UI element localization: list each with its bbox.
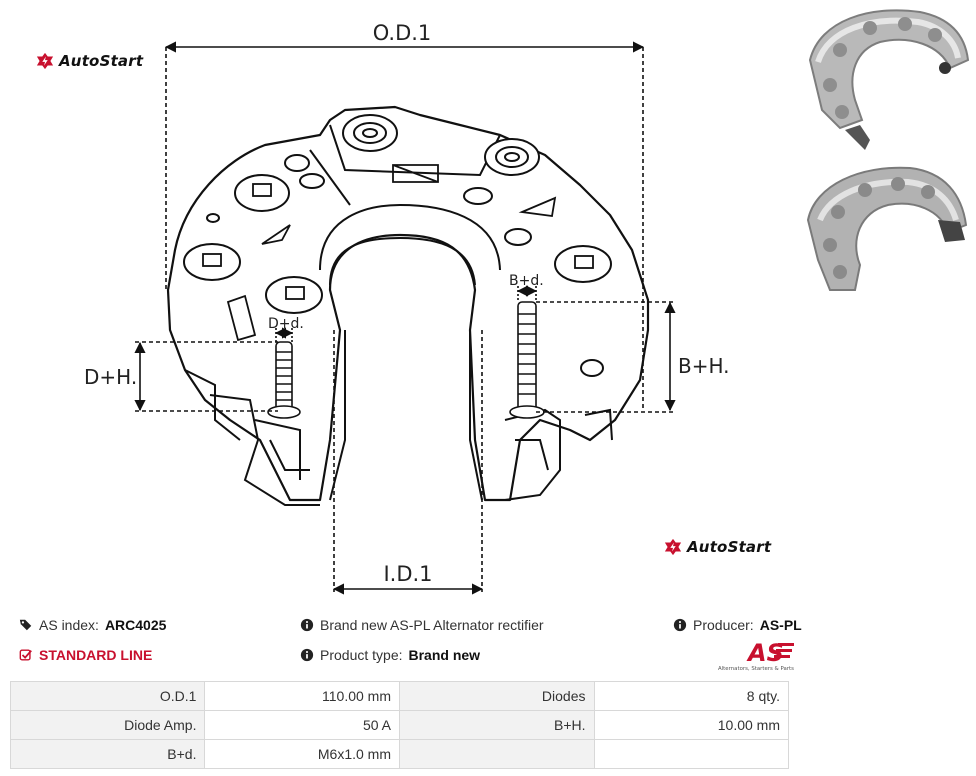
spec-value: 110.00 mm <box>204 681 400 711</box>
spec-value: 50 A <box>204 710 400 740</box>
product-type-label: Product type: <box>320 647 403 663</box>
spec-value: 10.00 mm <box>593 710 789 740</box>
info-circle-icon <box>673 618 687 632</box>
table-row: O.D.1 110.00 mm Diodes 8 qty. <box>9 681 789 711</box>
as-pl-logo[interactable]: AS Alternators, Starters & Parts <box>718 637 796 673</box>
autostart-logo-text: AutoStart <box>687 538 772 556</box>
autostart-logo-icon <box>36 52 54 70</box>
dim-label-dd: D+d. <box>268 316 304 332</box>
spec-label: Diode Amp. <box>9 710 206 740</box>
table-row: Diode Amp. 50 A B+H. 10.00 mm <box>9 710 789 740</box>
product-type-row: Product type: Brand new <box>300 647 480 663</box>
rectifier-dimension-drawing: O.D.1 I.D.1 D+H. B+H. D+d. B+d. <box>84 21 730 595</box>
product-description: Brand new AS-PL Alternator rectifier <box>320 617 544 633</box>
as-index-label: AS index: <box>39 617 99 633</box>
dim-label-id: I.D.1 <box>383 562 432 586</box>
dim-label-bd: B+d. <box>509 273 544 289</box>
autostart-logo-bottom: AutoStart <box>664 538 771 556</box>
info-circle-icon <box>300 618 314 632</box>
spec-label: Diodes <box>399 681 595 711</box>
description-row: Brand new AS-PL Alternator rectifier <box>300 617 544 633</box>
screw-left <box>267 341 301 419</box>
spec-label: O.D.1 <box>9 681 206 711</box>
spec-value <box>593 739 789 769</box>
dim-label-bh: B+H. <box>678 354 730 378</box>
check-square-icon <box>19 649 32 661</box>
as-index-value: ARC4025 <box>104 617 167 633</box>
spec-label: B+d. <box>9 739 206 769</box>
specification-table: O.D.1 110.00 mm Diodes 8 qty. Diode Amp.… <box>9 681 789 769</box>
product-photo-thumbnail-2[interactable] <box>800 150 976 300</box>
product-type-value: Brand new <box>408 647 481 663</box>
tags-icon <box>19 619 32 631</box>
as-pl-logo-tagline: Alternators, Starters & Parts <box>718 666 794 672</box>
producer-row: Producer: AS-PL <box>673 617 802 633</box>
dim-label-od: O.D.1 <box>373 21 432 45</box>
rectifier-outline <box>166 105 650 502</box>
spec-label: B+H. <box>399 710 595 740</box>
standard-line-row: STANDARD LINE <box>19 647 152 663</box>
autostart-logo-icon <box>664 538 682 556</box>
info-circle-icon <box>300 648 314 662</box>
product-photo-thumbnail-1[interactable] <box>800 0 976 150</box>
table-row: B+d. M6x1.0 mm <box>9 739 789 769</box>
screw-right <box>509 301 545 419</box>
autostart-logo-top: AutoStart <box>36 52 143 70</box>
spec-value: M6x1.0 mm <box>204 739 400 769</box>
as-pl-logo-mark: AS <box>746 639 784 667</box>
producer-label: Producer: <box>693 617 754 633</box>
dim-label-dh: D+H. <box>84 365 137 389</box>
standard-line-label: STANDARD LINE <box>39 647 153 663</box>
as-index-row: AS index: ARC4025 <box>19 617 166 633</box>
spec-value: 8 qty. <box>593 681 789 711</box>
spec-label <box>399 739 595 769</box>
producer-value: AS-PL <box>759 617 802 633</box>
autostart-logo-text: AutoStart <box>59 52 144 70</box>
